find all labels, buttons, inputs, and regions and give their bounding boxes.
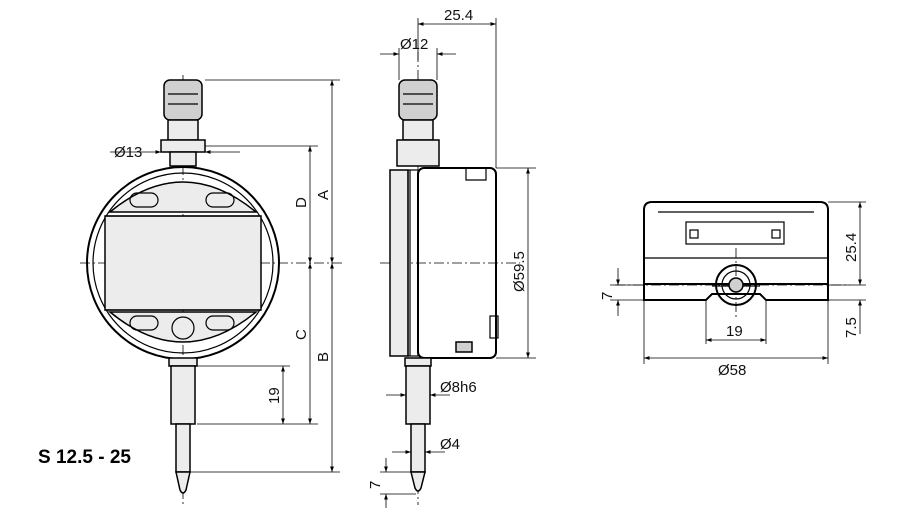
front-view: Ø13 D A C B 19 S 12.5 - 25	[38, 75, 345, 505]
bottom-d58-label: Ø58	[718, 362, 746, 379]
side-d8h6-label: Ø8h6	[440, 379, 477, 396]
front-b-label: B	[315, 352, 332, 362]
side-d12-label: Ø12	[400, 36, 428, 53]
bottom-7-label: 7	[599, 292, 616, 300]
bottom-19-label: 19	[726, 323, 743, 340]
front-c-label: C	[293, 329, 310, 340]
front-stem	[168, 357, 198, 494]
side-d25-4-label: 25.4	[444, 7, 473, 24]
bottom-view: 25.4 7.5 7 19 Ø58	[599, 201, 866, 379]
top-knob	[160, 79, 206, 167]
side-d4-label: Ø4	[440, 436, 460, 453]
front-19-label: 19	[266, 387, 283, 404]
side-7-label: 7	[367, 481, 384, 489]
front-d-label: D	[293, 197, 310, 208]
side-d59-5-label: Ø59.5	[511, 251, 528, 292]
model-label: S 12.5 - 25	[38, 447, 131, 468]
bottom-7-5-label: 7.5	[843, 317, 860, 338]
dial-body	[86, 166, 280, 360]
bottom-d25-4-label: 25.4	[843, 233, 860, 262]
front-a-label: A	[315, 190, 332, 200]
side-view: 25.4 Ø12 Ø59.5 Ø8h6 Ø4 7	[367, 7, 536, 508]
front-d13-label: Ø13	[114, 144, 142, 161]
